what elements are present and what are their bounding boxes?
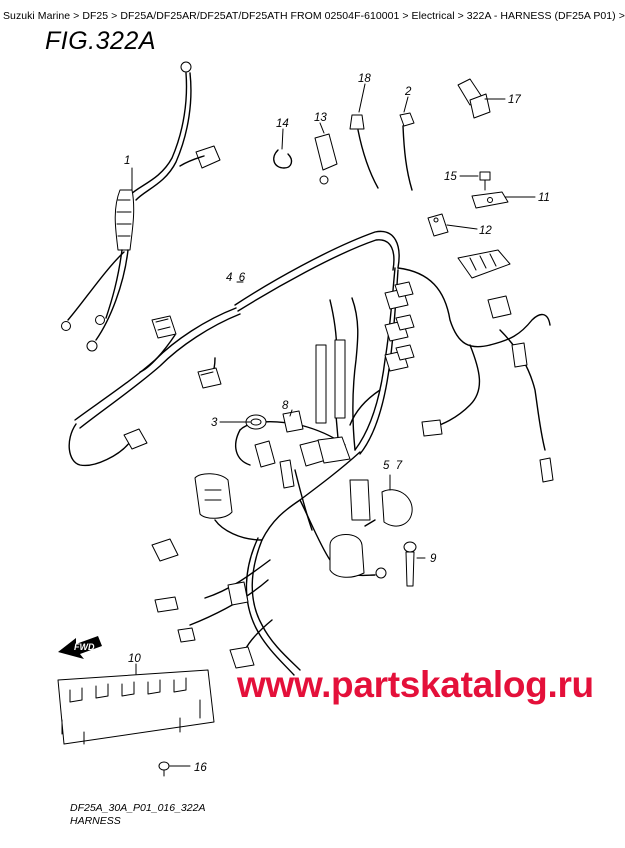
callout-3: 3 [211,417,218,429]
callout-17: 17 [508,94,521,106]
part-10-junction-box[interactable] [57,669,215,745]
watermark: www.partskatalog.ru [237,664,594,705]
callouts: 1 2 3 4 6 5 7 8 9 10 11 12 13 14 15 16 1… [124,73,550,774]
callout-5-7: 5 7 [383,460,403,472]
harness-diagram: FWD 1 2 3 4 6 5 7 8 9 10 11 12 13 14 15 … [57,61,554,777]
callout-14: 14 [276,118,289,130]
part-13-clamp[interactable] [314,133,338,185]
part-15-bolt[interactable] [479,171,491,191]
part-17-bracket[interactable] [457,78,491,119]
figure-caption: HARNESS [70,815,121,827]
part-14-clip[interactable] [273,149,293,169]
callout-2: 2 [404,86,412,98]
part-2-cable-tie[interactable] [399,112,415,191]
callout-15: 15 [444,171,457,183]
fwd-label: FWD [74,642,95,652]
breadcrumb-separator: > [108,10,121,22]
fwd-arrow: FWD [58,636,102,659]
part-1-battery-cable[interactable] [61,61,221,352]
part-16-screw[interactable] [158,761,170,777]
part-3-grommet[interactable] [245,414,267,430]
breadcrumb-df25[interactable]: DF25 [82,10,109,22]
breadcrumb-separator: > [615,10,625,22]
callout-16: 16 [194,762,207,774]
part-18-clamp-band[interactable] [349,114,379,189]
part-9-screw[interactable] [403,541,417,587]
callout-8: 8 [282,400,289,412]
breadcrumb-suzuki-marine[interactable]: Suzuki Marine [3,10,71,22]
callout-12: 12 [479,225,492,237]
callout-11: 11 [538,192,550,204]
breadcrumb-separator: > [454,10,467,22]
callout-13: 13 [314,112,327,124]
breadcrumb: Suzuki Marine > DF25 > DF25A/DF25AR/DF25… [3,10,625,22]
callout-18: 18 [358,73,371,85]
breadcrumb-model-range[interactable]: DF25A/DF25AR/DF25AT/DF25ATH FROM 02504F-… [120,10,400,22]
leader-lines [131,83,536,767]
part-12-clip[interactable] [427,213,449,237]
breadcrumb-current-page[interactable]: 322A - HARNESS (DF25A P01) [466,10,616,22]
figure-code: DF25A_30A_P01_016_322A [70,802,206,814]
figure-title: FIG.322A [45,27,156,55]
part-5-7-sensor[interactable] [364,489,413,527]
callout-10: 10 [128,653,141,665]
breadcrumb-electrical[interactable]: Electrical [411,10,455,22]
part-8-relay[interactable] [282,410,304,433]
part-4-6-main-harness[interactable] [68,230,554,676]
callout-1: 1 [124,155,130,167]
breadcrumb-separator: > [399,10,412,22]
callout-9: 9 [430,553,437,565]
part-11-plate[interactable] [471,191,509,209]
breadcrumb-separator: > [70,10,83,22]
callout-4-6: 4 6 [226,272,246,284]
